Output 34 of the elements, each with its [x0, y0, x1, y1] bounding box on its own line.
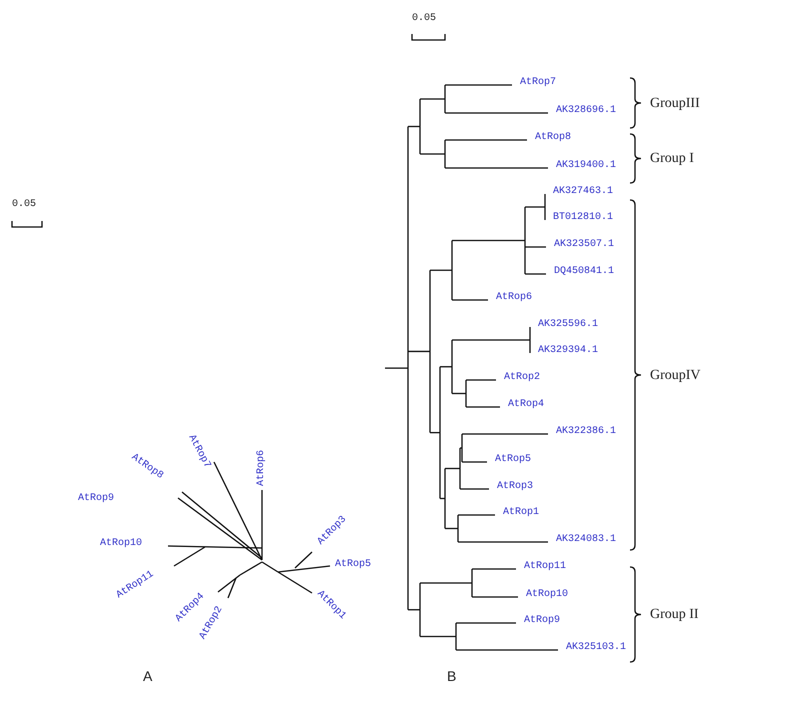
taxon-label: AK328696.1	[556, 106, 616, 116]
group-label: Group I	[650, 152, 694, 166]
taxon-label: AK323507.1	[554, 240, 614, 250]
taxon-label: AtRop1	[503, 508, 540, 518]
taxon-label: AtRop11	[524, 562, 566, 572]
taxon-label: AK329394.1	[538, 346, 598, 356]
taxon-label: AtRop5	[495, 455, 532, 465]
panel-letter: B	[447, 669, 456, 683]
taxon-label: AK325103.1	[566, 643, 626, 653]
taxon-label: AtRop2	[504, 373, 540, 383]
taxon-label: AtRop9	[524, 616, 560, 626]
taxon-label: AtRop4	[508, 400, 544, 410]
group-label: GroupIII	[650, 97, 700, 111]
taxon-label: BT012810.1	[553, 213, 614, 223]
taxon-label: AtRop8	[535, 133, 572, 143]
group-label: GroupIV	[650, 369, 701, 383]
taxon-label: AtRop9	[78, 494, 114, 504]
group-label: Group II	[650, 608, 699, 622]
taxon-label: AtRop6	[257, 450, 267, 486]
taxon-label: DQ450841.1	[554, 267, 614, 277]
taxon-label: AK327463.1	[553, 187, 614, 197]
taxon-label: AtRop7	[520, 78, 556, 88]
taxon-label: AtRop5	[335, 560, 372, 570]
taxon-label: AtRop10	[526, 590, 568, 600]
taxon-label: AtRop10	[100, 539, 142, 549]
taxon-label: AK319400.1	[556, 161, 616, 171]
taxon-label: AtRop3	[497, 482, 534, 492]
taxon-label: AK325596.1	[538, 320, 598, 330]
scale-value: 0.05	[12, 200, 36, 210]
scale-value: 0.05	[412, 14, 436, 24]
panel-letter: A	[143, 669, 152, 683]
taxon-label: AK322386.1	[556, 427, 616, 437]
taxon-label: AK324083.1	[556, 535, 616, 545]
taxon-label: AtRop6	[496, 293, 532, 303]
